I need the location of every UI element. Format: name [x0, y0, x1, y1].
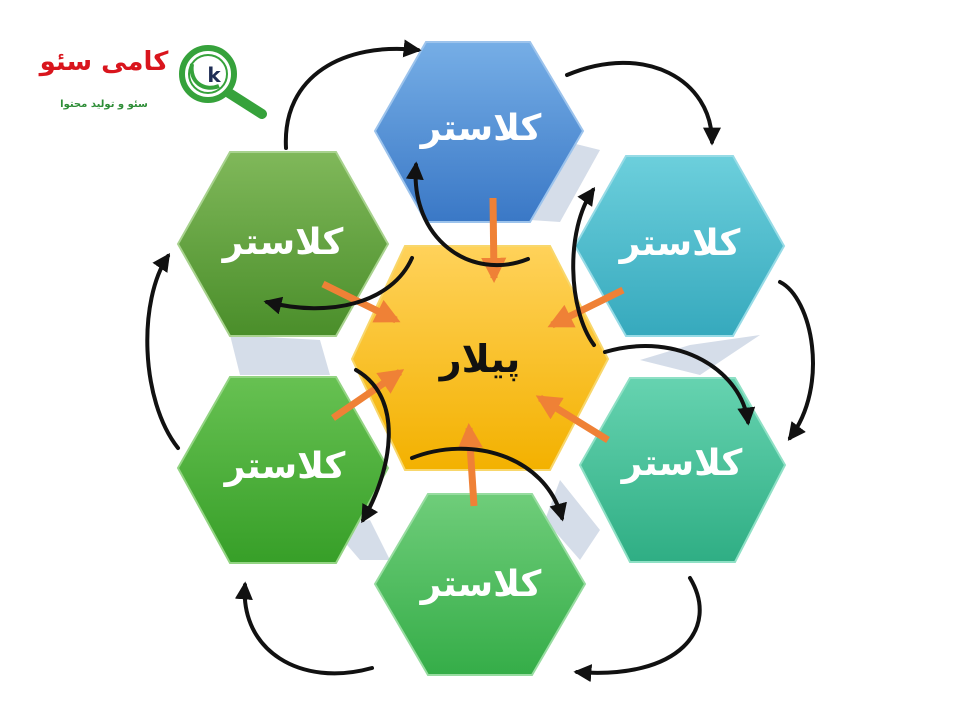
magnifier-logo-icon: k: [179, 45, 267, 119]
orange-arrow-from-bottom: [457, 422, 483, 507]
orange-arrow-from-lower-right: [535, 395, 610, 443]
black-arrow-outer-3: [778, 280, 815, 441]
cluster-label-upper-left: کلاستر: [221, 222, 344, 263]
black-arrow-outer-2: [565, 60, 721, 146]
cluster-label-upper-right: کلاستر: [618, 223, 741, 264]
black-arrow-inner-2: [571, 187, 596, 347]
cluster-hexagon-top[interactable]: کلاستر: [373, 41, 585, 223]
orange-arrow-from-upper-right: [547, 286, 625, 329]
black-arrow-inner-4: [410, 446, 567, 522]
cluster-hexagon-lower-right[interactable]: کلاستر: [578, 377, 787, 563]
black-arrow-outer-6: [145, 253, 180, 450]
black-arrow-inner-3: [603, 344, 756, 426]
logo-title: کامی سئو: [39, 47, 169, 77]
logo-mark-letter: k: [207, 63, 221, 87]
black-arrow-inner-5: [354, 368, 391, 524]
cluster-hexagon-upper-right[interactable]: کلاستر: [573, 155, 786, 337]
black-arrow-inner-6: [263, 256, 414, 315]
cluster-hexagon-upper-left[interactable]: کلاستر: [176, 151, 390, 337]
black-arrow-outer-4: [573, 576, 702, 683]
black-arrows: [145, 39, 815, 683]
cluster-hexagon-lower-left[interactable]: کلاستر: [176, 376, 390, 564]
cluster-label-lower-left: کلاستر: [223, 446, 346, 487]
logo-subtitle: سئو و تولید محتوا: [60, 99, 148, 110]
black-arrow-outer-1: [283, 39, 422, 150]
black-arrow-inner-1: [405, 161, 530, 268]
cluster-label-top: کلاستر: [419, 108, 542, 149]
cluster-label-bottom: کلاستر: [419, 564, 542, 605]
cluster-hexagon-bottom[interactable]: کلاستر: [373, 493, 587, 676]
pillar-label: پیلار: [438, 337, 521, 381]
cluster-label-lower-right: کلاستر: [620, 443, 743, 484]
orange-arrow-from-lower-left: [331, 369, 405, 421]
black-arrow-outer-5: [234, 581, 374, 676]
logo: کامی سئو سئو و تولید محتوا k: [38, 40, 278, 120]
